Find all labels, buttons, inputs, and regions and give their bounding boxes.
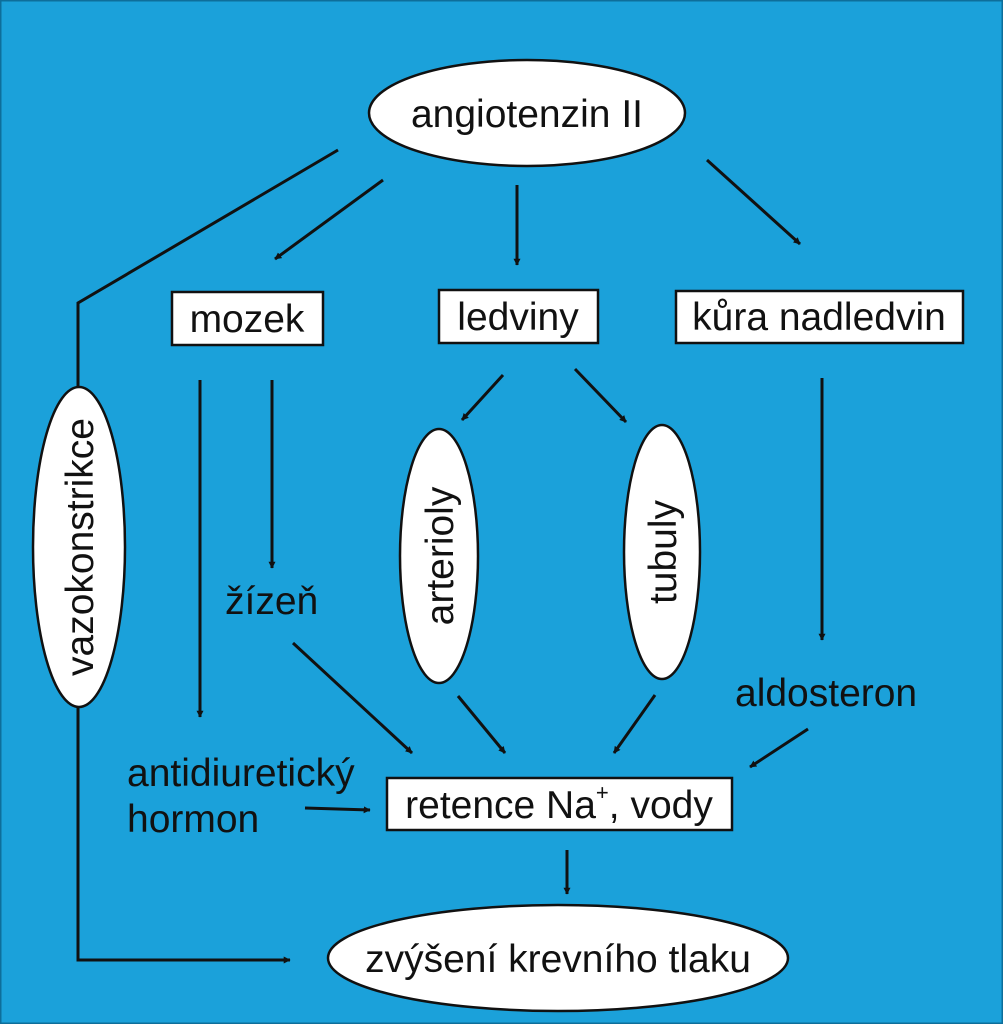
node-tlak-label: zvýšení krevního tlaku bbox=[365, 938, 751, 981]
node-aldosteron-label: aldosteron bbox=[735, 672, 917, 715]
arrow-ledviny-arterioly bbox=[460, 373, 505, 422]
node-adh-label-line2: hormon bbox=[127, 798, 259, 841]
node-mozek-label: mozek bbox=[190, 298, 305, 341]
node-kura-label: kůra nadledvin bbox=[692, 296, 946, 339]
node-arterioly-label: arterioly bbox=[419, 486, 462, 625]
node-ledviny: ledviny bbox=[437, 288, 600, 345]
node-kura-nadledvin: kůra nadledvin bbox=[674, 289, 965, 345]
node-retence-main: retence Na bbox=[405, 784, 596, 827]
arrow-ledviny-tubuly bbox=[573, 367, 628, 424]
arrow-aldosteron-retence bbox=[749, 727, 809, 769]
node-vazokonstrikce: vazokonstrikce bbox=[31, 385, 127, 709]
arrow-angiotenzin-mozek bbox=[274, 178, 384, 261]
node-arterioly: arterioly bbox=[398, 427, 480, 685]
arrow-zizen-retence bbox=[291, 641, 414, 755]
node-adh-label-line1: antidiuretický bbox=[127, 752, 355, 795]
node-retence: retence Na+, vody bbox=[385, 776, 734, 832]
node-retence-superscript: + bbox=[596, 780, 609, 805]
arrow-tubuly-retence bbox=[612, 694, 657, 754]
node-zvyseni-tlaku: zvýšení krevního tlaku bbox=[326, 903, 790, 1013]
arrow-angiotenzin-kura bbox=[705, 158, 802, 246]
arrow-vazokonstrikce-tlak bbox=[76, 705, 291, 964]
node-ledviny-label: ledviny bbox=[457, 296, 579, 339]
node-retence-tail: , vody bbox=[609, 784, 714, 827]
node-tubuly-label: tubuly bbox=[642, 499, 685, 604]
arrow-arterioly-retence bbox=[456, 695, 507, 754]
connectors bbox=[76, 148, 826, 964]
arrow-adh-retence bbox=[304, 806, 371, 814]
line-angiotenzin-vazokonstrikce bbox=[76, 148, 339, 388]
node-retence-label: retence Na+, vody bbox=[405, 780, 713, 827]
node-angiotenzin: angiotenzin II bbox=[367, 58, 687, 168]
node-tubuly: tubuly bbox=[622, 423, 702, 681]
node-angiotenzin-label: angiotenzin II bbox=[411, 93, 643, 136]
node-vazokonstrikce-label: vazokonstrikce bbox=[59, 418, 102, 676]
node-zizen-label: žízeň bbox=[225, 580, 318, 623]
node-mozek: mozek bbox=[170, 290, 325, 347]
